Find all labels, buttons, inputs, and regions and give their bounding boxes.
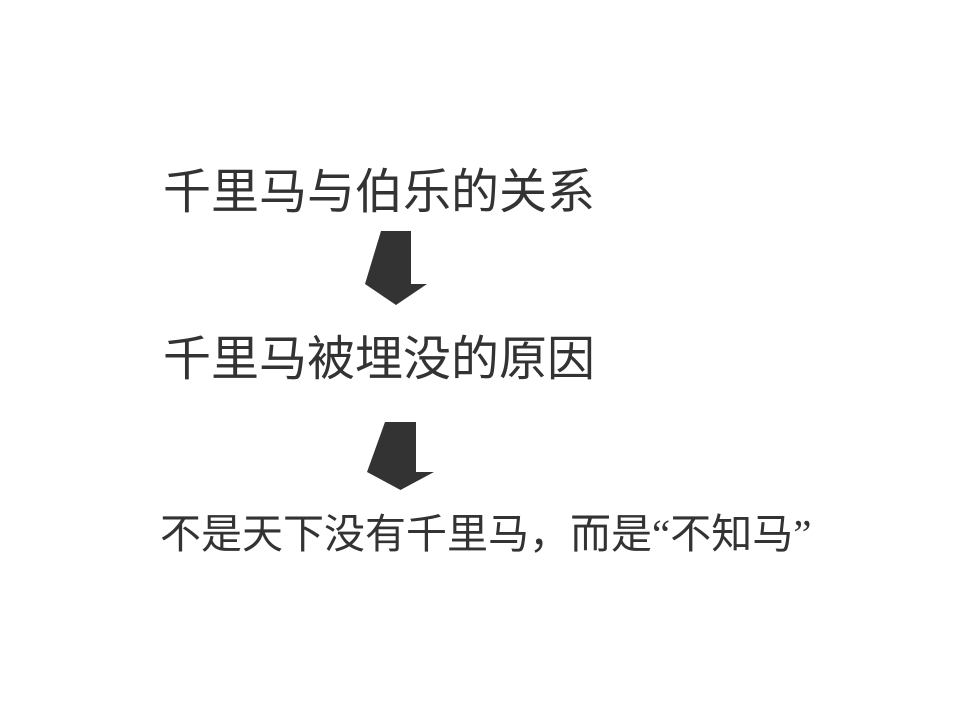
- down-arrow-icon: [367, 422, 434, 490]
- down-arrow-shape: [365, 231, 427, 305]
- flow-step-2-text: 千里马被埋没的原因: [163, 333, 596, 386]
- down-arrow-shape: [367, 422, 434, 490]
- down-arrow-icon: [365, 231, 427, 305]
- flow-step-1-text: 千里马与伯乐的关系: [163, 166, 596, 219]
- flow-step-3-text: 不是天下没有千里马，而是“不知马”: [160, 511, 812, 557]
